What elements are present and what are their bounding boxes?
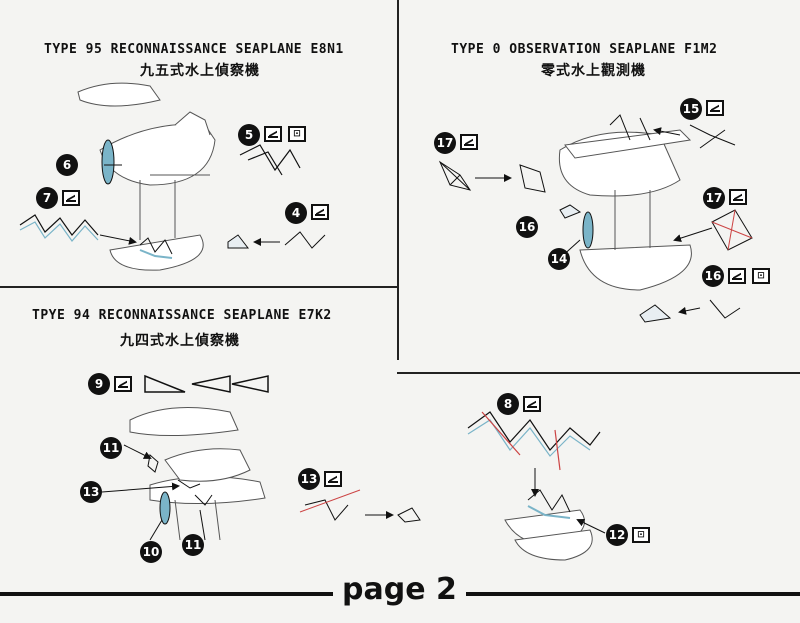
bend-icon [62,190,80,206]
e8n1-part5 [239,144,301,176]
step-badge-11: 11 [182,534,204,556]
step-badge-9: 9 [88,373,110,395]
bend-icon [523,396,541,412]
f1m2-part17a [438,160,472,191]
cut-icon: ⊡ [752,268,770,284]
e7k2-part13 [299,489,421,523]
step-badge-4: 4 [285,202,307,224]
bend-icon [460,134,478,150]
step-badge-12: 12 [606,524,628,546]
f1m2-subtitle: 零式水上觀測機 [541,63,646,79]
step-badge-16: 16 [516,216,538,238]
step-badge-16: 16 [702,265,724,287]
e7k2-title: TPYE 94 RECONNAISSANCE SEAPLANE E7K2 [32,308,332,323]
f1m2-title: TYPE 0 OBSERVATION SEAPLANE F1M2 [451,42,718,57]
step-badge-15: 15 [680,98,702,120]
footer-rule-left [0,592,333,596]
bend-icon [729,189,747,205]
f1m2-strut [519,164,546,193]
f1m2-part16 [559,204,741,323]
e7k2-propeller [159,491,171,525]
step-badge-8: 8 [497,393,519,415]
step-badge-10: 10 [140,541,162,563]
f1m2-propeller [582,211,594,249]
e7k2-part9 [144,374,269,393]
divider-vertical [397,0,399,360]
bend-icon [114,376,132,392]
divider-horizontal-left [0,286,397,288]
step-badge-6: 6 [56,154,78,176]
e8n1-subtitle: 九五式水上偵察機 [140,63,260,79]
e7k2-subtitle: 九四式水上偵察機 [120,333,240,349]
e8n1-propeller [101,139,115,185]
bend-icon [324,471,342,487]
bend-icon [728,268,746,284]
e8n1-airplane [77,82,216,271]
step-badge-11: 11 [100,437,122,459]
bend-icon [311,204,329,220]
floats-struts [527,489,571,519]
e8n1-title: TYPE 95 RECONNAISSANCE SEAPLANE E8N1 [44,42,344,57]
divider-horizontal-right [397,372,800,374]
e7k2-parts [147,454,213,506]
e8n1-part4 [227,231,326,249]
cut-icon: ⊡ [288,126,306,142]
f1m2-airplane [558,129,692,291]
bend-icon [264,126,282,142]
step-badge-5: 5 [238,124,260,146]
floats-part8 [467,411,601,471]
e8n1-part7 [19,214,99,242]
bend-icon [706,100,724,116]
step-badge-13: 13 [298,468,320,490]
f1m2-part15 [609,114,736,149]
f1m2-part17b [711,209,753,251]
step-badge-14: 14 [548,248,570,270]
floats-assembly [504,509,593,561]
page-footer: page 2 [0,572,800,608]
cut-icon: ⊡ [632,527,650,543]
page-number: page 2 [342,572,457,607]
footer-rule-right [466,592,800,596]
step-badge-13: 13 [80,481,102,503]
step-badge-17: 17 [434,132,456,154]
e8n1-floats [139,237,173,259]
step-badge-17: 17 [703,187,725,209]
step-badge-7: 7 [36,187,58,209]
e7k2-airplane [129,407,266,541]
